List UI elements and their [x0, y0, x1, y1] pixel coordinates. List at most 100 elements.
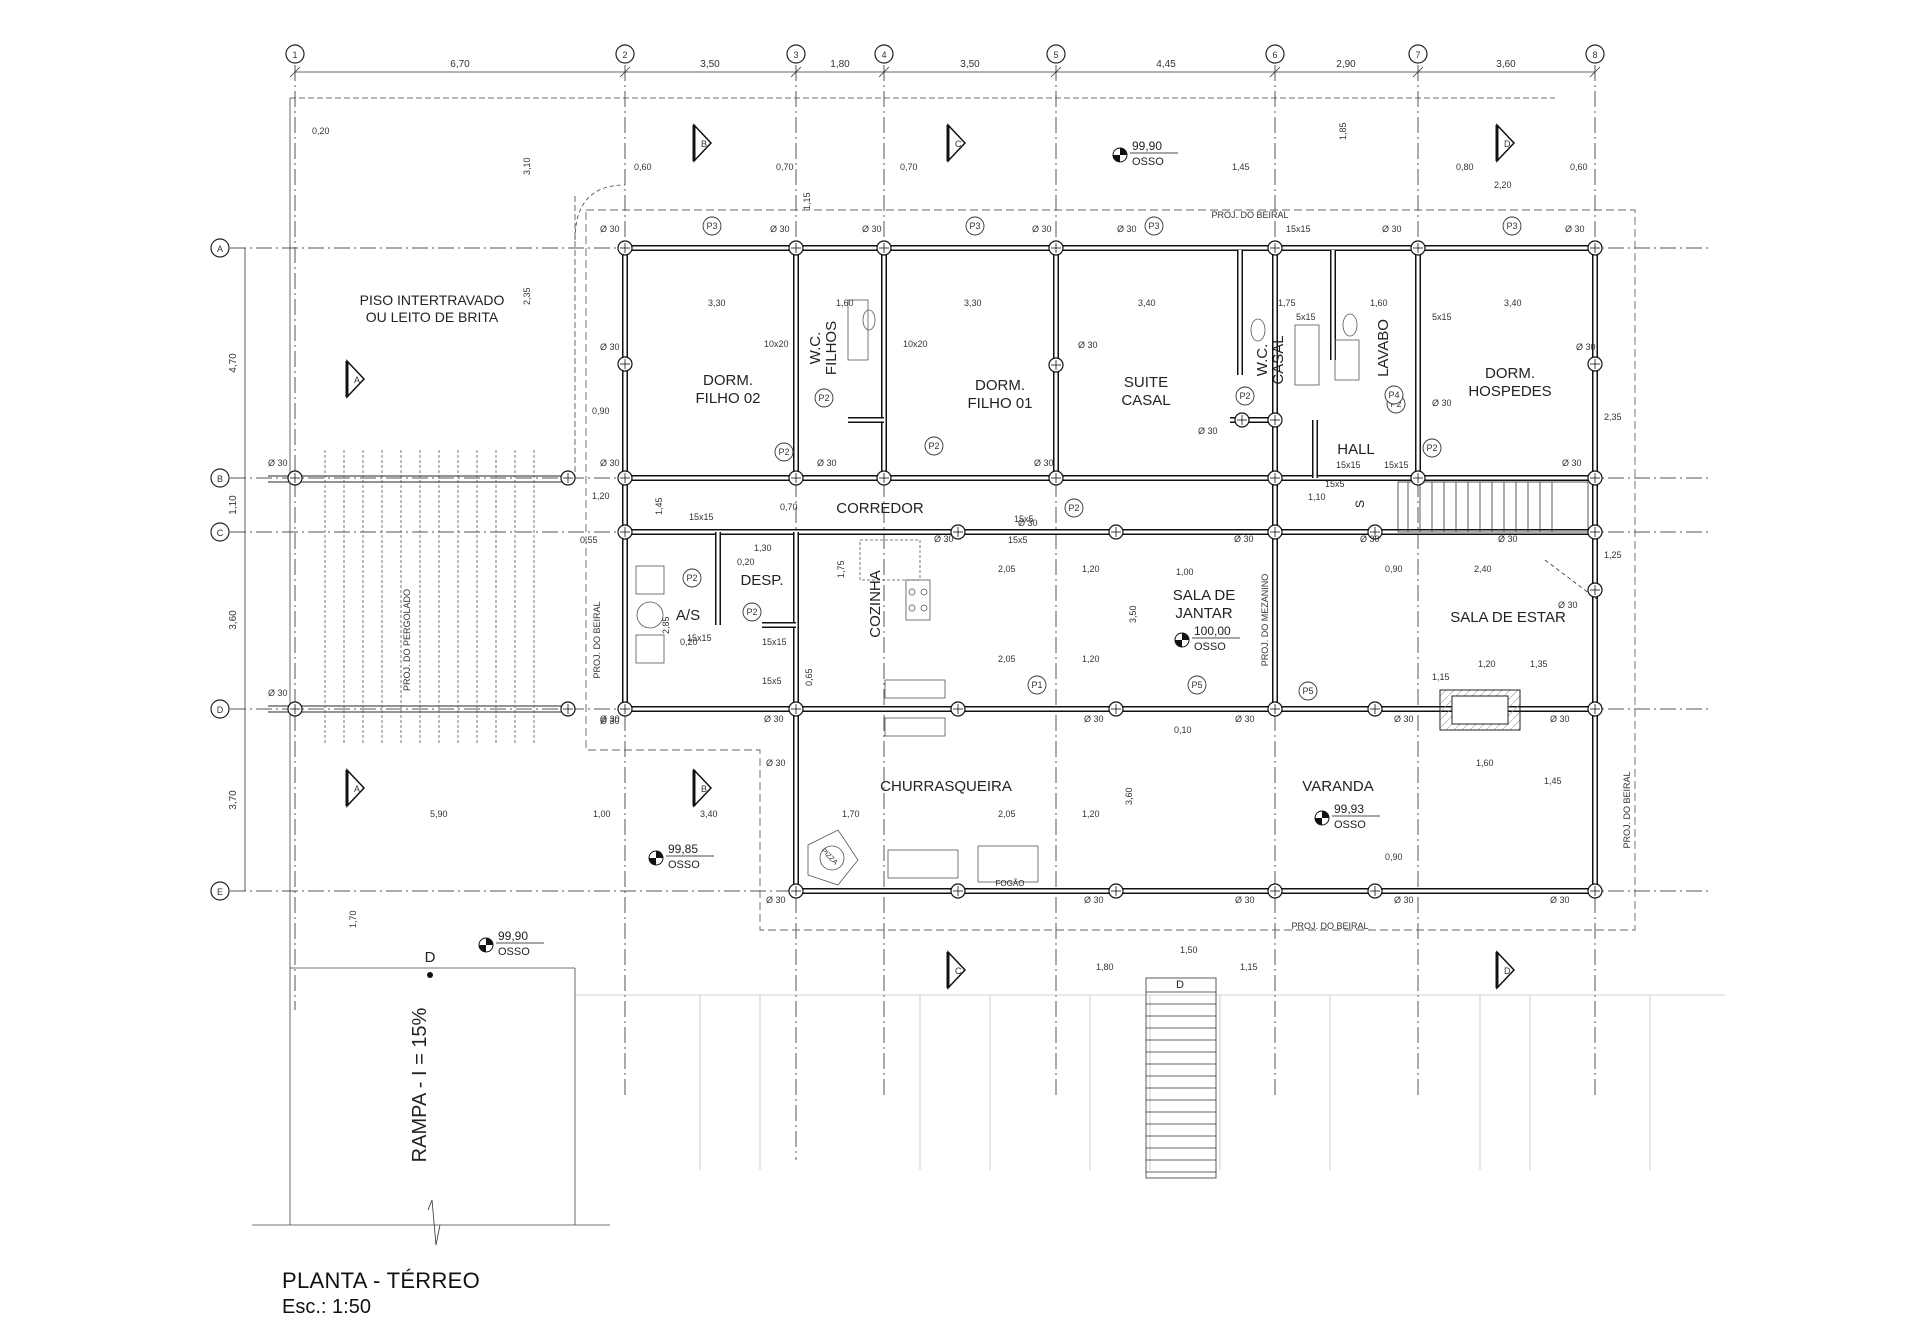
inner-dimension-label: 1,00: [1176, 567, 1194, 577]
level-unit: OSSO: [1132, 156, 1164, 168]
column-size-5x15: 5x15: [1432, 312, 1452, 322]
inner-dimension-label: 1,45: [1544, 776, 1562, 786]
section-marker-label: A: [354, 784, 360, 794]
top-dimension-chain: [289, 66, 1601, 78]
section-marker-label: D: [1504, 139, 1511, 149]
column-diameter-label: Ø 30: [600, 224, 620, 234]
grid-col-label: 1: [292, 50, 297, 60]
inner-dimension-label: 0,70: [900, 162, 918, 172]
inner-dimension-label-vertical: 2,85: [661, 616, 671, 634]
level-unit: OSSO: [1194, 641, 1226, 653]
dim-6-7: 2,90: [1336, 59, 1356, 70]
inner-dimension-label: 1,10: [1308, 492, 1326, 502]
column-diameter-label: Ø 30: [268, 458, 288, 468]
grid-bubble-row: E: [210, 881, 230, 901]
inner-dimension-label: 2,05: [998, 564, 1016, 574]
grid-bubble-col: 7: [1408, 44, 1428, 64]
column-size-15x15: 15x15: [1336, 460, 1361, 470]
room-desp: DESP.: [740, 572, 783, 589]
inner-dimension-label-vertical: 0,65: [804, 668, 814, 686]
inner-dimension-label-vertical: 2,35: [522, 287, 532, 305]
inner-dimension-label-vertical: 3,50: [1128, 605, 1138, 623]
grid-bubble-col: 2: [615, 44, 635, 64]
column-size-15x5: 15x5: [1008, 535, 1028, 545]
column-marker: [1587, 240, 1603, 256]
door-tag-label: P4: [1388, 390, 1399, 400]
door-tag: P2: [742, 602, 762, 622]
inner-dimension-label: 3,30: [708, 298, 726, 308]
door-tag-label: P2: [746, 607, 757, 617]
column-size-15x5: 15x5: [762, 676, 782, 686]
structural-columns: [287, 240, 1603, 899]
interior-stair: [1397, 481, 1599, 601]
column-marker: [876, 240, 892, 256]
inner-dimension-label: 1,60: [836, 298, 854, 308]
section-marker: D: [1495, 950, 1516, 990]
column-diameter-label: Ø 30: [1562, 458, 1582, 468]
column-marker: [560, 701, 576, 717]
column-diameter-label: Ø 30: [1565, 224, 1585, 234]
column-size-15x15: 15x15: [762, 637, 787, 647]
inner-dimension-label: 1,25: [1604, 550, 1622, 560]
mezzanine-label: PROJ. DO MEZANINO: [1260, 574, 1270, 667]
column-marker: [1234, 412, 1250, 428]
eave-projection: [585, 209, 1636, 931]
grid-col-label: 4: [881, 50, 886, 60]
column-marker: [788, 470, 804, 486]
inner-dimension-label-vertical: 1,45: [654, 497, 664, 515]
inner-dimension-label: 1,35: [1530, 659, 1548, 669]
pizza-label: PIZZA: [820, 847, 839, 866]
inner-dimension-label: 1,30: [754, 543, 772, 553]
grid-bubble-row: D: [210, 699, 230, 719]
room-as: A/S: [676, 607, 700, 624]
column-marker: [1587, 883, 1603, 899]
inner-dimension-label: 0,90: [592, 406, 610, 416]
door-tag: P3: [1502, 216, 1522, 236]
door-tag-label: P2: [928, 441, 939, 451]
column-marker: [1587, 701, 1603, 717]
column-diameter-label: Ø 30: [1394, 895, 1414, 905]
room-dorm-filho-02: DORM.FILHO 02: [695, 372, 760, 407]
grid-col-label: 5: [1053, 50, 1058, 60]
top-dimension-labels: 6,70 3,50 1,80 3,50 4,45 2,90 3,60: [450, 59, 1516, 70]
paving-label-1: PISO INTERTRAVADO: [360, 292, 505, 308]
door-tag-label: P3: [1506, 221, 1517, 231]
section-marker: A: [345, 768, 366, 808]
door-tag: P2: [814, 388, 834, 408]
grid-bubble-col: 6: [1265, 44, 1285, 64]
column-diameter-label: Ø 30: [1550, 714, 1570, 724]
inner-dimension-label: 0,70: [780, 502, 798, 512]
column-diameter-label: Ø 30: [766, 895, 786, 905]
column-marker: [1048, 470, 1064, 486]
inner-dimension-label: 1,20: [1082, 654, 1100, 664]
grid-col-label: 8: [1592, 50, 1597, 60]
door-tags: P3P3P3P3P2P2P2P2P2P2P2P2P2P1P5P5P4: [682, 216, 1522, 701]
inner-dimension-label: 1,20: [1478, 659, 1496, 669]
grid-row-label: D: [217, 705, 224, 715]
column-marker: [1587, 524, 1603, 540]
dim-1-2: 6,70: [450, 59, 470, 70]
door-tag-label: P2: [1068, 503, 1079, 513]
eave-bottom-label: PROJ. DO BEIRAL: [1291, 921, 1368, 931]
column-size-15x15: 15x15: [687, 633, 712, 643]
column-diameter-label: Ø 30: [600, 458, 620, 468]
inner-dimension-label-vertical: 1,70: [348, 910, 358, 928]
column-marker: [788, 240, 804, 256]
column-diameter-label: Ø 30: [600, 716, 620, 726]
drawing-scale: Esc.: 1:50: [282, 1296, 371, 1318]
door-tag: P3: [965, 216, 985, 236]
ramp-marker: D: [425, 949, 436, 978]
eave-top-label: PROJ. DO BEIRAL: [1211, 210, 1288, 220]
column-size-10x20: 10x20: [903, 339, 928, 349]
bathroom-fixtures: [847, 299, 1360, 386]
door-tag: P5: [1298, 681, 1318, 701]
column-marker: [950, 524, 966, 540]
inner-dimension-label: 0,90: [1385, 564, 1403, 574]
section-marker: B: [692, 123, 713, 163]
section-marker-label: C: [955, 966, 962, 976]
section-marker-label: A: [354, 375, 360, 385]
